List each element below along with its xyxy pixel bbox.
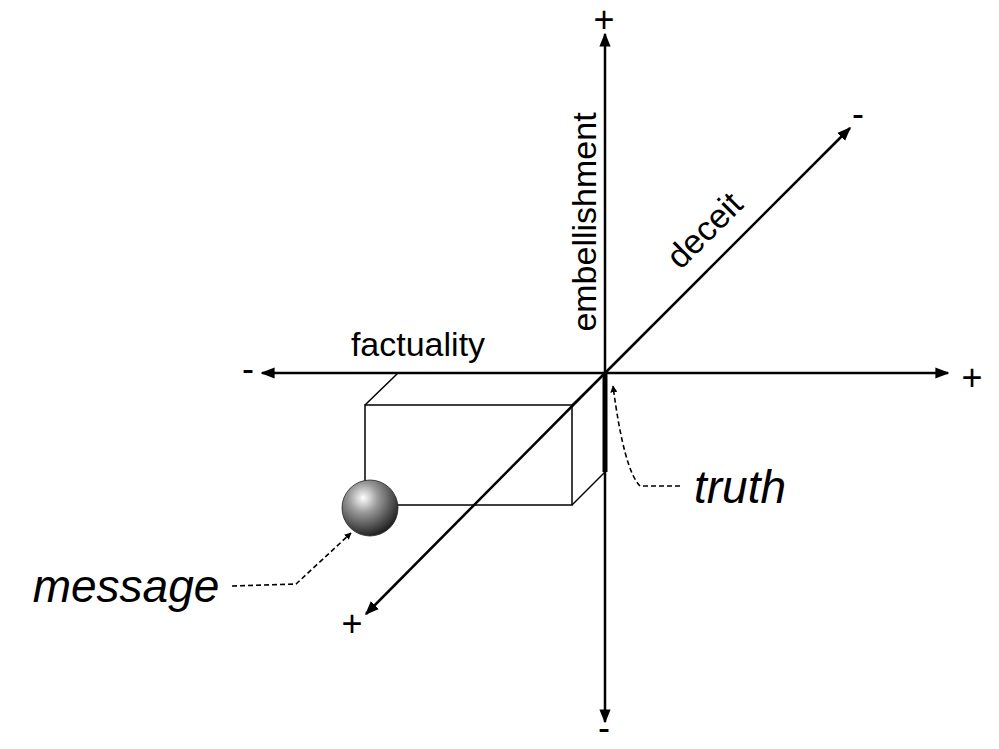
axis-sign: + [961,360,982,396]
axis-title: deceit [660,186,748,274]
axis-sign: - [598,710,610,746]
callout-label: truth [694,464,786,510]
axis-line [366,373,605,614]
message-sphere [342,480,398,536]
axis-sign: - [852,96,864,132]
axis-title: factuality [351,327,485,361]
leader-line [232,533,351,586]
axis-sign: + [341,606,362,642]
truth-edge [603,373,608,472]
axis-line [604,373,607,722]
cuboid [365,373,605,505]
axis-line [605,128,850,373]
leader-line [613,386,680,486]
axis-title: embellishment [567,112,601,331]
axis-line [604,34,607,373]
axis-sign: + [593,2,614,38]
axis-line [605,372,948,375]
callout-label: message [33,563,220,609]
axis-sign: - [242,351,254,387]
axis-line [262,372,605,375]
